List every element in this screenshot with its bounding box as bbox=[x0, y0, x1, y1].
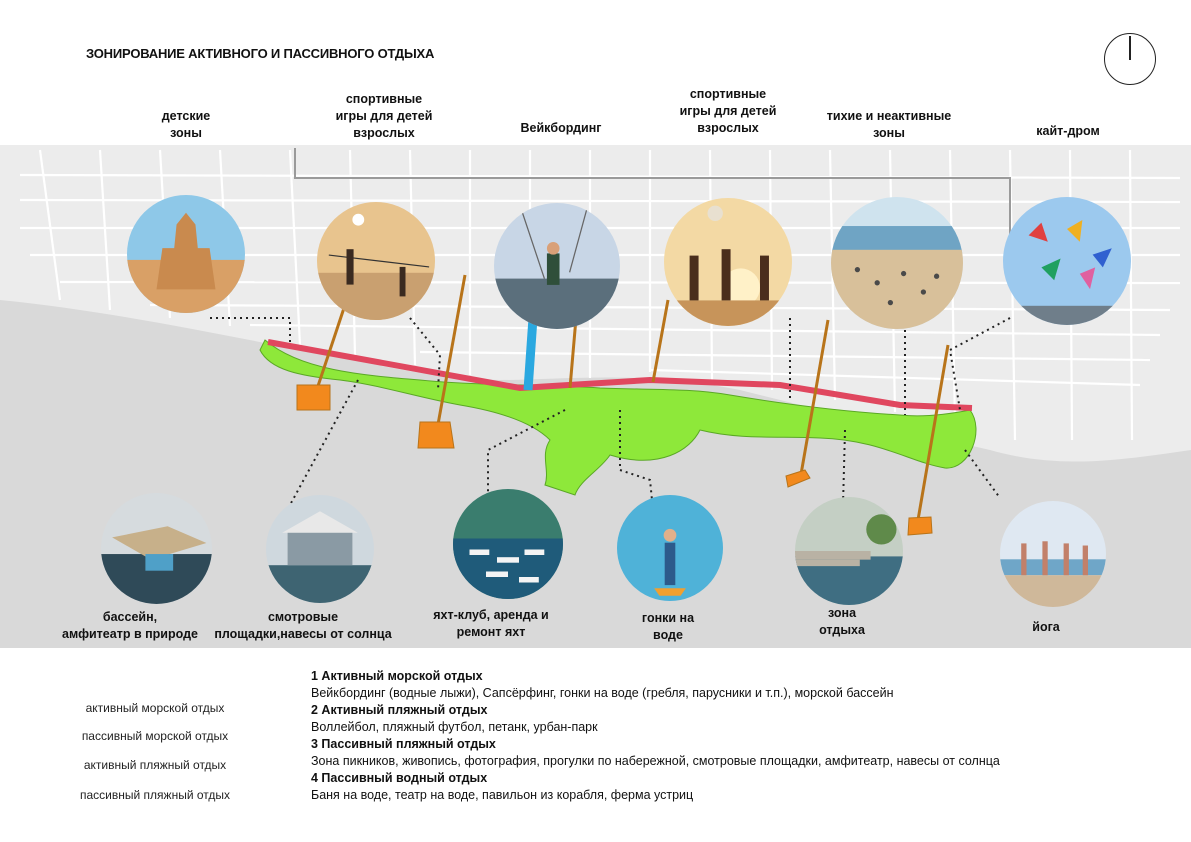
promenade-line bbox=[267, 339, 973, 411]
water-channel bbox=[523, 317, 538, 391]
north-arrow-icon bbox=[1104, 33, 1156, 85]
legend-active-beach: активный пляжный отдых bbox=[83, 758, 227, 772]
photo-beach-volleyball-sunset bbox=[664, 198, 792, 326]
desc-heading-3: 3 Пассивный пляжный отдых bbox=[311, 737, 496, 751]
zone-label-kitedrom: кайт-дром bbox=[1036, 124, 1100, 138]
desc-text-4: Баня на воде, театр на воде, павильон из… bbox=[311, 788, 694, 802]
photo-sandcastle bbox=[127, 195, 245, 313]
desc-heading-1: 1 Активный морской отдых bbox=[311, 669, 483, 683]
legend-passive-sea: пассивный морской отдых bbox=[81, 729, 229, 743]
page-title: ЗОНИРОВАНИЕ АКТИВНОГО И ПАССИВНОГО ОТДЫХ… bbox=[86, 46, 435, 61]
green-park bbox=[259, 339, 977, 496]
zone-label-pool: бассейн, амфитеатр в природе bbox=[62, 610, 198, 641]
desc-heading-4: 4 Пассивный водный отдых bbox=[311, 771, 488, 785]
zone-label-wakeboarding: Вейкбординг bbox=[520, 121, 602, 135]
desc-text-1: Вейкбординг (водные лыжи), Сапсёрфинг, г… bbox=[311, 686, 894, 700]
photo-crowded-beach bbox=[831, 197, 963, 329]
photo-paddleboard bbox=[617, 495, 723, 601]
photo-floating-pool bbox=[101, 493, 212, 604]
zone-label-viewing: смотровые площадки,навесы от солнца bbox=[214, 610, 392, 641]
legend-active-sea: активный морской отдых bbox=[85, 701, 225, 715]
photo-waterfront-steps bbox=[795, 497, 903, 605]
legend-passive-beach: пассивный пляжный отдых bbox=[80, 788, 230, 802]
zone-label-races: гонки на воде bbox=[641, 611, 695, 642]
photo-viewing-pavilion bbox=[266, 495, 374, 603]
zone-label-yacht: яхт-клуб, аренда и ремонт яхт bbox=[433, 608, 549, 639]
photo-beach-yoga bbox=[1000, 501, 1106, 607]
photo-beach-volleyball bbox=[317, 202, 435, 320]
photo-wakeboarding bbox=[494, 203, 620, 329]
zone-label-rest: зона отдыха bbox=[819, 606, 865, 637]
zone-label-yoga: йога bbox=[1032, 620, 1060, 634]
zone-markers bbox=[313, 274, 950, 521]
zone-label-sports-games: спортивные игры для детей взрослых bbox=[679, 87, 777, 135]
photo-kites bbox=[1003, 197, 1131, 325]
main-road bbox=[294, 148, 1011, 268]
desc-text-3: Зона пикников, живопись, фотография, про… bbox=[311, 754, 1000, 768]
zone-label-sports-adults: спортивные игры для детей взрослых bbox=[335, 92, 433, 140]
desc-text-2: Воллейбол, пляжный футбол, петанк, урбан… bbox=[311, 720, 598, 734]
photo-yacht-marina bbox=[453, 489, 563, 599]
zone-label-children: детские зоны bbox=[161, 109, 211, 140]
marker-flags bbox=[296, 384, 933, 536]
leader-lines bbox=[210, 317, 1011, 506]
desc-heading-2: 2 Активный пляжный отдых bbox=[311, 703, 488, 717]
zone-descriptions: 1 Активный морской отдых Вейкбординг (во… bbox=[311, 668, 1001, 804]
zone-label-quiet: тихие и неактивные зоны bbox=[826, 109, 952, 140]
